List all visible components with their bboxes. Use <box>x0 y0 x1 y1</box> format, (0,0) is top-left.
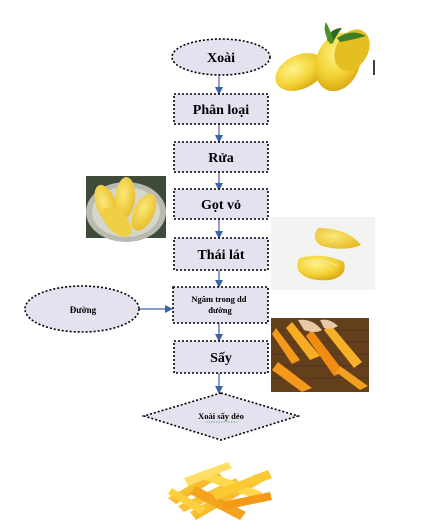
whole-mangoes-photo <box>275 22 375 92</box>
step-label: Gọt vỏ <box>201 198 241 213</box>
dry-label: Sấy <box>210 351 232 366</box>
soak-label-line-1: Ngâm trong dd <box>191 294 246 304</box>
step-label: Rửa <box>208 151 234 166</box>
side-input-label: Đường <box>70 305 97 315</box>
start-label: Xoài <box>207 51 235 66</box>
step-label: Phân loại <box>193 103 250 118</box>
step-label: Thái lát <box>197 248 244 263</box>
end-node: Xoài sấy dẻo <box>141 392 301 441</box>
side-input-node: Đường <box>24 285 140 333</box>
soak-label-line-2: đường <box>208 305 232 315</box>
soak-label: Ngâm trong dd đường <box>191 294 248 315</box>
end-label: Xoài sấy dẻo <box>198 411 244 421</box>
drying-mango-slices-photo <box>271 318 369 392</box>
step-node-1: Phân loại <box>173 93 269 125</box>
step-node-2: Rửa <box>173 141 269 173</box>
sliced-mango-photo <box>271 217 375 290</box>
start-node: Xoài <box>171 38 271 76</box>
peeled-mangoes-photo <box>86 176 166 242</box>
soak-node: Ngâm trong dd đường <box>172 286 269 324</box>
dried-mango-strips-photo <box>168 462 272 520</box>
step-node-3: Gọt vỏ <box>173 188 269 220</box>
connectors <box>139 75 223 394</box>
step-node-4: Thái lát <box>173 237 269 271</box>
dry-node: Sấy <box>173 340 269 374</box>
